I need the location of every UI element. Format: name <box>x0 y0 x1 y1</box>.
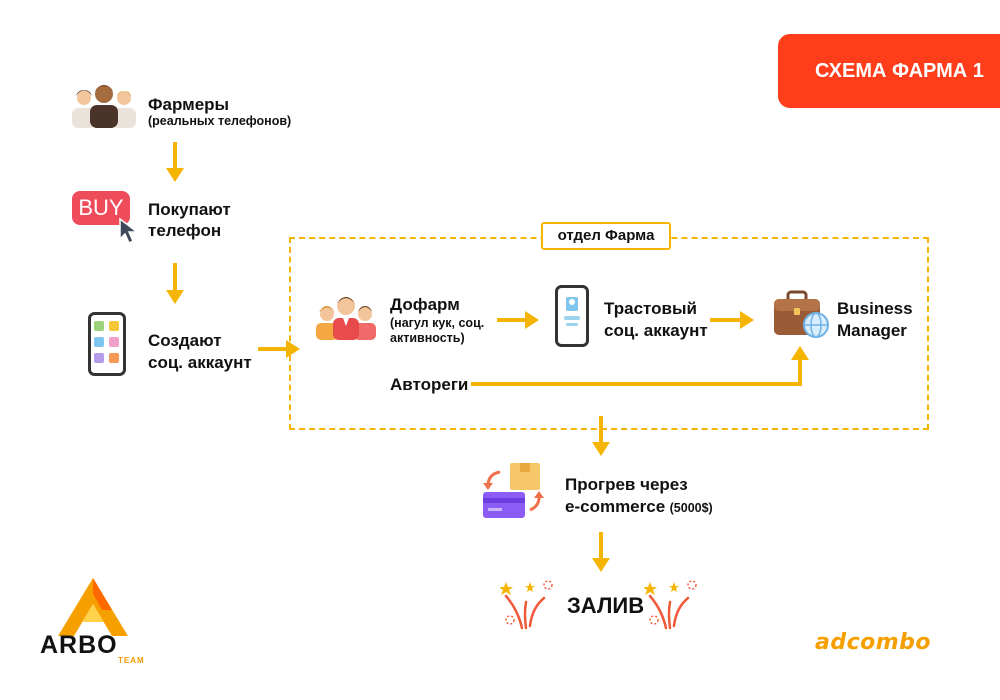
arbo-logo-icon <box>58 578 128 636</box>
scheme-title-badge: СХЕМА ФАРМА 1 <box>778 34 1000 108</box>
arbo-logo-text: ARBO <box>40 631 118 659</box>
dofarm-subtitle-line2: активность) <box>390 331 465 345</box>
buy-icon: BUY <box>72 191 130 225</box>
create-label-line1: Создают <box>148 331 222 350</box>
final-label: ЗАЛИВ <box>567 593 645 618</box>
warmup-label-line2: e-commerce (5000$) <box>565 496 713 517</box>
arrow-autoregs-to-bm <box>471 346 809 386</box>
arrow-trust-to-bm <box>710 311 754 329</box>
phone-profile-icon <box>555 285 589 347</box>
fireworks-icon <box>500 580 553 630</box>
arrow-department-to-warmup <box>592 416 610 456</box>
dofarm-subtitle-line1: (нагул кук, соц. <box>390 316 485 330</box>
bm-label-line1: Business <box>837 299 913 318</box>
bm-label-line2: Manager <box>837 321 907 340</box>
buy-label-line2: телефон <box>148 221 222 240</box>
arrow-farmers-to-buy <box>166 142 184 182</box>
department-label: отдел Фарма <box>541 222 671 250</box>
briefcase-globe-icon <box>774 290 829 338</box>
trust-label-line2: соц. аккаунт <box>604 321 708 340</box>
autoregs-label: Автореги <box>390 375 469 394</box>
team-icon <box>316 297 376 340</box>
arbo-team-text: TEAM <box>118 656 145 665</box>
fireworks-icon <box>644 580 697 630</box>
arrow-dofarm-to-trust <box>497 311 539 329</box>
warmup-label-line1: Прогрев через <box>565 475 688 494</box>
people-icon <box>72 85 136 128</box>
arrow-create-to-department <box>258 340 300 358</box>
phone-apps-icon <box>88 312 126 376</box>
buy-label-line1: Покупают <box>148 200 231 219</box>
arrow-buy-to-create <box>166 263 184 304</box>
warmup-label-note: (5000$) <box>669 501 713 515</box>
create-label-line2: соц. аккаунт <box>148 353 252 372</box>
warmup-label-main: e-commerce <box>565 497 666 516</box>
card-exchange-icon <box>483 463 544 518</box>
adcombo-logo: adcombo <box>815 630 932 655</box>
dofarm-title: Дофарм <box>390 295 460 314</box>
farmers-title: Фармеры <box>148 95 230 114</box>
trust-label-line1: Трастовый <box>604 299 697 318</box>
arrow-warmup-to-final <box>592 532 610 572</box>
cursor-icon <box>119 217 140 245</box>
farmers-subtitle: (реальных телефонов) <box>148 114 292 128</box>
